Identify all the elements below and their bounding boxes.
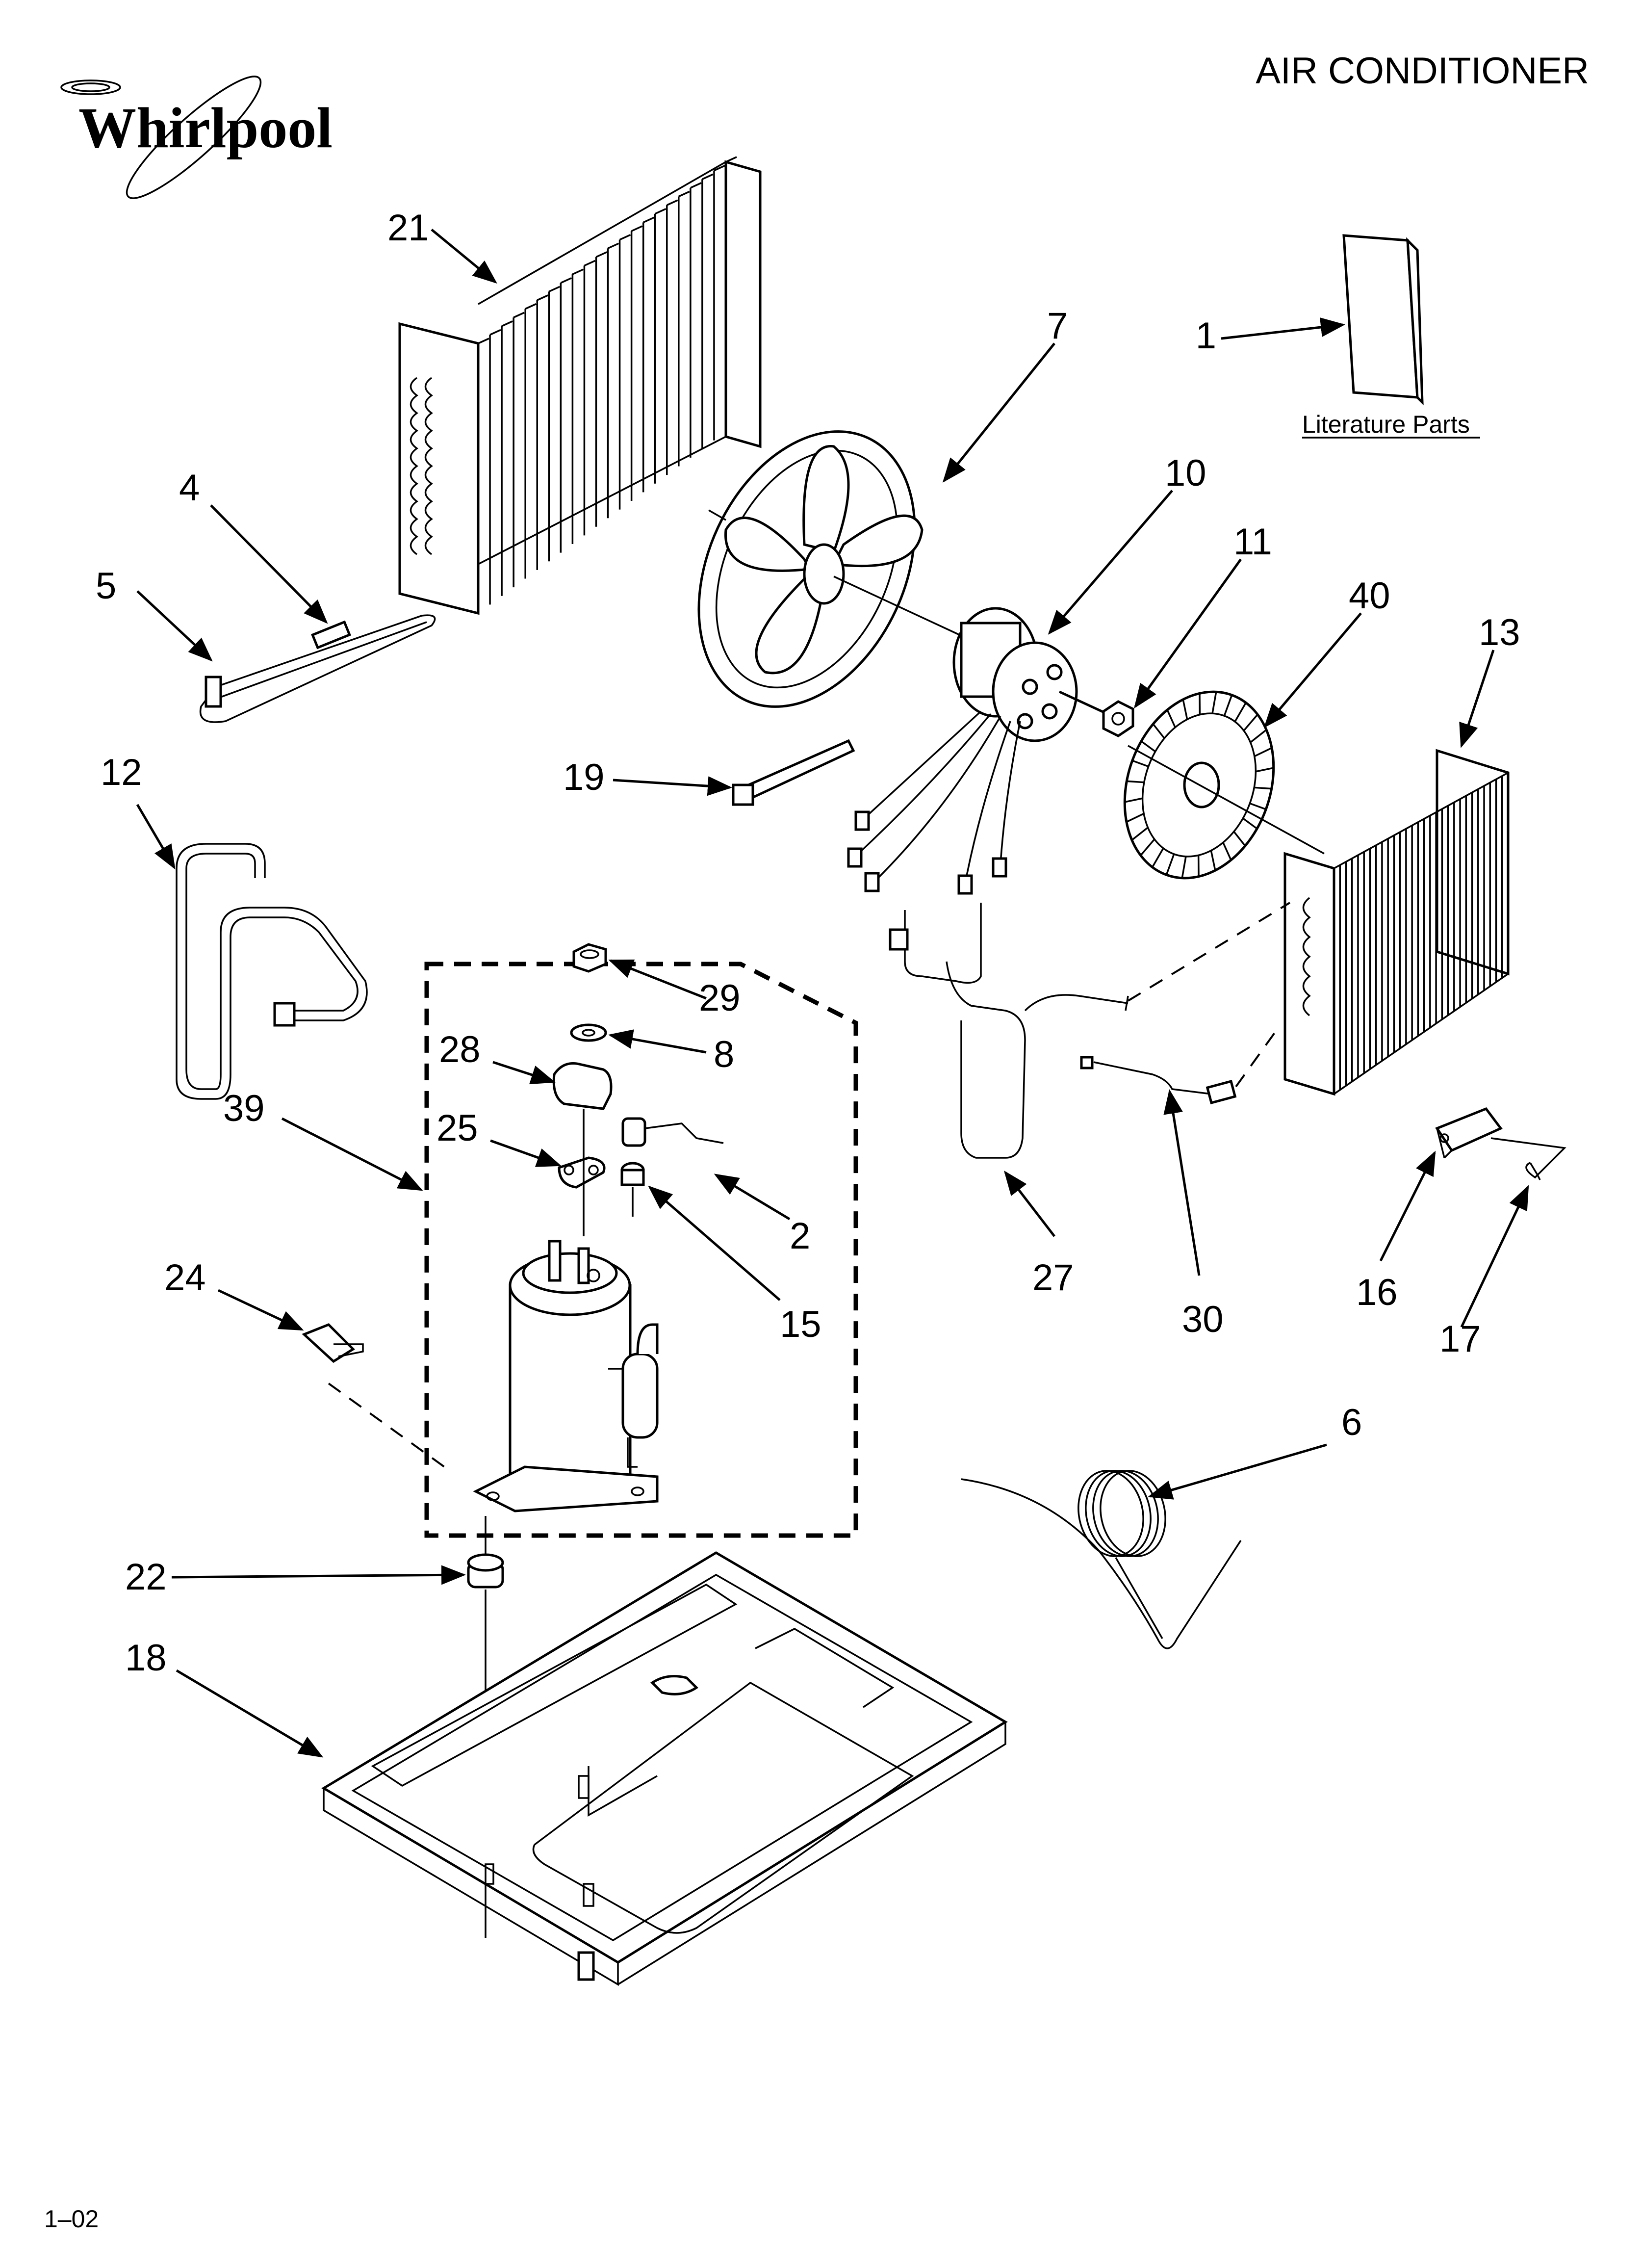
part-6-capillary-coil: 6 (961, 1402, 1362, 1649)
callout-18: 18 (125, 1637, 167, 1679)
brand-name: Whirlpool (78, 96, 333, 160)
part-39-compressor-assembly: 29 8 28 25 2 15 (223, 943, 858, 1538)
callout-12: 12 (101, 752, 142, 793)
callout-5: 5 (96, 565, 116, 607)
callout-11: 11 (1233, 521, 1272, 563)
part-21-condenser-coil: 21 (387, 156, 762, 615)
callout-25: 25 (436, 1107, 478, 1149)
callout-40: 40 (1349, 575, 1390, 617)
part-40-blower-wheel: 40 (1123, 575, 1390, 880)
part-13-evaporator-coil: 13 (1283, 612, 1520, 1096)
part-2-overload: 2 (621, 1117, 810, 1257)
part-30-sensor: 30 (1080, 1024, 1281, 1340)
callout-6: 6 (1341, 1402, 1362, 1443)
callout-28: 28 (439, 1029, 481, 1070)
footer-code: 1–02 (44, 2205, 99, 2233)
callout-2: 2 (790, 1215, 810, 1257)
page-title: AIR CONDITIONER (1256, 50, 1589, 92)
part-27-tube: 27 (889, 902, 1291, 1299)
part-8-washer: 8 (570, 1023, 734, 1075)
part-18-base-pan: 18 (125, 1551, 1008, 1986)
part-28-terminal-cover: 28 (439, 1029, 613, 1110)
brand-logo: Whirlpool (60, 76, 333, 199)
part-10-motor: 10 (847, 452, 1206, 895)
callout-15: 15 (780, 1303, 821, 1345)
literature-parts-label: Literature Parts (1302, 411, 1470, 438)
callout-10: 10 (1165, 452, 1206, 494)
part-15-grommet: 15 (620, 1162, 821, 1345)
compressor (473, 1109, 659, 1512)
part-17-screw: 17 (1439, 1137, 1566, 1360)
callout-29: 29 (699, 977, 741, 1019)
part-16-bracket: 16 (1356, 1107, 1503, 1313)
callout-1: 1 (1196, 315, 1216, 357)
part-25-bracket: 25 (436, 1107, 606, 1189)
part-24-clip: 24 (164, 1257, 452, 1473)
callout-30: 30 (1182, 1299, 1224, 1340)
callout-27: 27 (1032, 1257, 1074, 1299)
whirlpool-swirl-logo-icon (126, 76, 262, 199)
part-29-nut: 29 (572, 943, 741, 1019)
callout-22: 22 (125, 1556, 167, 1598)
part-11-nut: 11 (1102, 521, 1272, 737)
part-12-tube: 12 (101, 752, 368, 1100)
callout-4: 4 (179, 467, 200, 509)
callout-8: 8 (714, 1034, 734, 1075)
part-19-cable-tie: 19 (563, 739, 855, 806)
callout-17: 17 (1439, 1318, 1481, 1360)
part-1-literature: 1 Literature Parts (1196, 234, 1480, 439)
part-7-fan-shroud: 7 (697, 305, 1068, 708)
part-4-5-tube: 4 5 (96, 467, 436, 723)
callout-21: 21 (387, 207, 429, 249)
callout-13: 13 (1479, 612, 1520, 653)
callout-24: 24 (164, 1257, 206, 1299)
callout-16: 16 (1356, 1272, 1398, 1313)
callout-19: 19 (563, 756, 605, 798)
callout-7: 7 (1047, 305, 1068, 347)
callout-39: 39 (223, 1088, 265, 1129)
